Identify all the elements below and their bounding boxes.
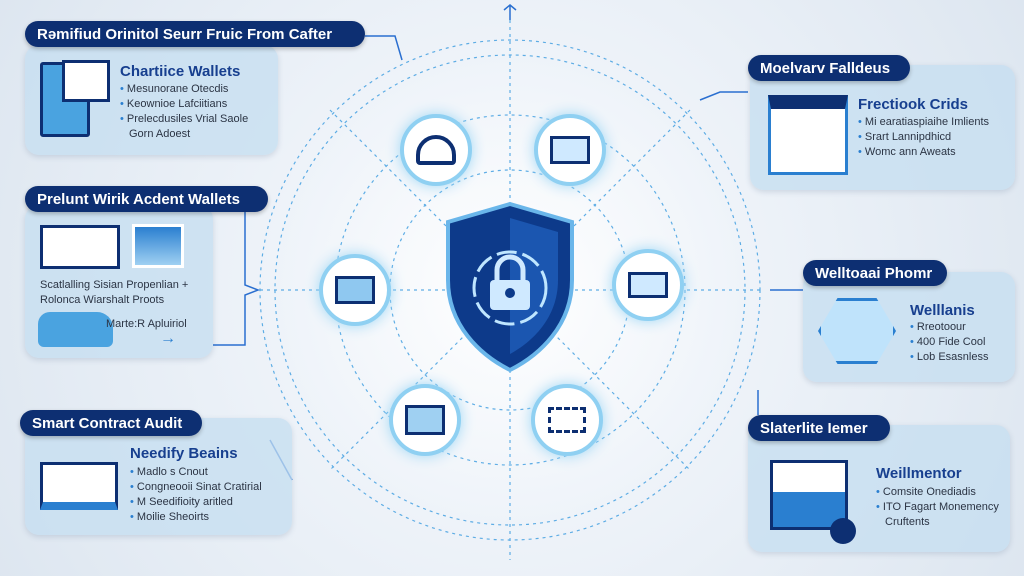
network-icon — [548, 407, 586, 433]
list-item: Moilie Sheoirts — [130, 510, 262, 525]
network-node[interactable] — [531, 384, 603, 456]
list-item: Womc ann Aweats — [858, 145, 989, 160]
panel-5-title: Welltoaai Phomr — [803, 260, 947, 286]
document-node[interactable] — [389, 384, 461, 456]
list-item: M Seedifioity aritled — [130, 495, 262, 510]
panel-4-subtitle: Frectiook Crids — [858, 96, 969, 113]
list-item: Srart Lannipdhicd — [858, 130, 989, 145]
computer-monitor-icon — [40, 462, 118, 510]
card-icon — [628, 272, 668, 298]
panel-2-caption: Marte:R Apluiriol — [106, 318, 187, 330]
monitor-icon — [550, 136, 590, 164]
panel-1-title: Rəmifiud Orinitol Seurr Fruic From Cafte… — [25, 21, 365, 47]
list-item: Mi earatiaspiaihe Imlients — [858, 115, 989, 130]
list-item: Madlo s Cnout — [130, 465, 262, 480]
panel-2-title: Prelunt Wirik Acdent Wallets — [25, 186, 268, 212]
list-item: Congneooii Sinat Cratirial — [130, 480, 262, 495]
list-item: Cruftents — [885, 516, 930, 528]
panel-4-title: Moelvarv Falldeus — [748, 55, 910, 81]
server-monitor-icon — [768, 95, 848, 175]
panel-6-list: Comsite Onediadis ITO Fagart Monemency C… — [876, 485, 999, 530]
dashboard-grid-icon — [40, 225, 120, 269]
list-item: Rreotoour — [910, 320, 988, 335]
car-icon — [38, 312, 113, 347]
list-item: Prelecdusiles Vrial Saole — [120, 112, 248, 127]
panel-3-title: Smart Contract Audit — [20, 410, 202, 436]
list-item: Lob Esasnless — [910, 350, 989, 365]
user-icon — [416, 135, 456, 165]
panel-4-list: Mi earatiaspiaihe Imlients Srart Lannipd… — [858, 115, 989, 160]
list-item: Keownioe Lafciitians — [120, 97, 248, 112]
panel-2-text-2: Rolonca Wiarshalt Proots — [40, 294, 165, 306]
security-shield-icon — [446, 201, 574, 373]
document-icon — [405, 405, 445, 435]
analytics-chart-icon — [770, 460, 848, 530]
list-item: Mesunorane Otecdis — [120, 82, 248, 97]
card-node[interactable] — [612, 249, 684, 321]
panel-3-subtitle: Needify Beains — [130, 445, 238, 462]
panel-6-subtitle: Weillmentor — [876, 465, 962, 482]
list-item: Gorn Adoest — [129, 128, 191, 140]
panel-1-list: Mesunorane Otecdis Keownioe Lafciitians … — [120, 82, 248, 142]
settings-badge-icon — [830, 518, 856, 544]
panel-2-text-1: Scatlalling Sisian Propenlian + — [40, 279, 189, 291]
cube-workspace-icon — [818, 298, 896, 364]
panel-6-title: Slaterlite Iemer — [748, 415, 890, 441]
monitor-node[interactable] — [534, 114, 606, 186]
list-item: ITO Fagart Monemency — [876, 500, 999, 515]
panel-5-list: Rreotoour 400 Fide Cool Lob Esasnless — [910, 320, 989, 365]
user-node[interactable] — [400, 114, 472, 186]
panel-1-subtitle: Chartiice Wallets — [120, 63, 241, 80]
profile-screen-icon — [335, 276, 375, 304]
document-icon — [62, 60, 110, 102]
arrow-right-icon: → — [160, 330, 176, 347]
chart-screen-icon — [132, 224, 184, 268]
panel-5-subtitle: Welllanis — [910, 302, 975, 319]
panel-3-list: Madlo s Cnout Congneooii Sinat Cratirial… — [130, 465, 262, 525]
list-item: 400 Fide Cool — [910, 335, 988, 350]
profile-node[interactable] — [319, 254, 391, 326]
list-item: Comsite Onediadis — [876, 485, 999, 500]
